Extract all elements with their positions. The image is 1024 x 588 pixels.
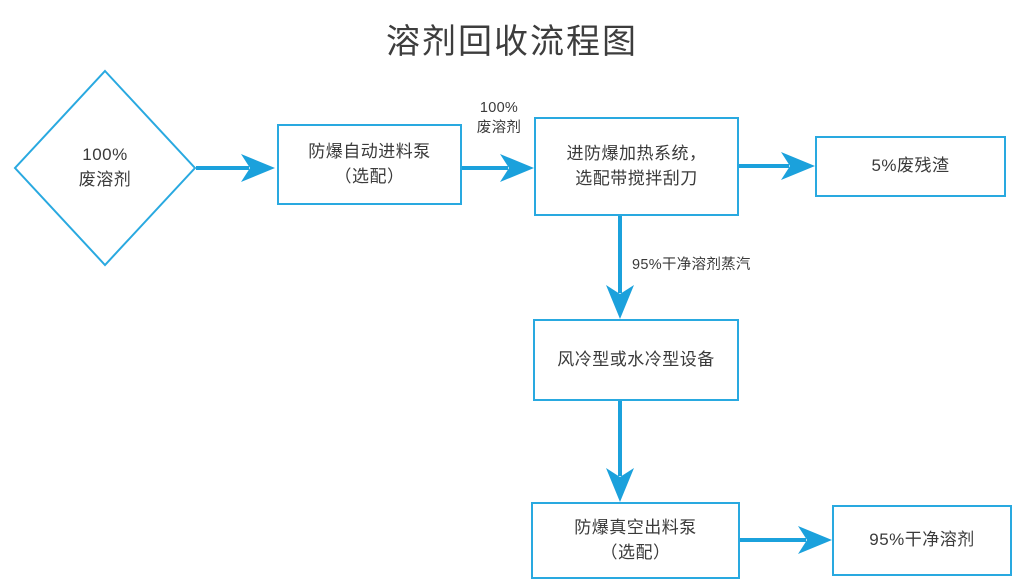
edge-label-feed-to-heating-line1: 100%	[479, 100, 519, 116]
arrow-discharge-pump-to-clean-solvent	[740, 526, 832, 554]
node-cooler-line1: 风冷型或水冷型设备	[557, 349, 715, 369]
node-residue-line1: 5%废残渣	[871, 156, 950, 176]
node-explosion-proof-vacuum-discharge-pump[interactable]: 防爆真空出料泵 （选配）	[531, 502, 740, 579]
node-feed-pump-line2: （选配）	[334, 166, 405, 186]
start-diamond-shape	[13, 69, 197, 267]
arrow-heating-to-residue	[738, 152, 815, 180]
arrow-heating-to-cooler	[606, 216, 634, 319]
edge-label-heating-to-cooler-line1: 95%干净溶剂蒸汽	[632, 257, 751, 273]
node-discharge-pump-line2: （选配）	[600, 542, 671, 562]
node-clean-solvent-output[interactable]: 95%干净溶剂	[832, 505, 1012, 576]
edge-label-feed-to-heating: 100% 废溶剂	[466, 99, 532, 139]
page-title: 溶剂回收流程图	[386, 23, 638, 61]
node-explosion-proof-heating-system[interactable]: 进防爆加热系统， 选配带搅拌刮刀	[534, 117, 739, 216]
node-heating-line2: 选配带搅拌刮刀	[575, 168, 698, 188]
arrow-cooler-to-discharge-pump	[606, 401, 634, 502]
node-start-line2: 废溶剂	[78, 170, 132, 189]
node-heating-line1: 进防爆加热系统，	[566, 143, 707, 163]
edge-label-feed-to-heating-line2: 废溶剂	[476, 119, 522, 136]
node-start-line1: 100%	[82, 145, 128, 165]
arrow-feed-pump-to-heating	[462, 154, 534, 182]
node-feed-pump-line1: 防爆自动进料泵	[308, 141, 431, 161]
node-start-waste-solvent[interactable]: 100% 废溶剂	[15, 71, 195, 265]
arrow-start-to-feed-pump	[196, 154, 275, 182]
node-explosion-proof-feed-pump[interactable]: 防爆自动进料泵 （选配）	[277, 124, 462, 205]
node-discharge-pump-line1: 防爆真空出料泵	[574, 517, 697, 537]
node-clean-solvent-line1: 95%干净溶剂	[869, 530, 975, 550]
node-air-or-water-cooled-equipment[interactable]: 风冷型或水冷型设备	[533, 319, 739, 401]
node-waste-residue[interactable]: 5%废残渣	[815, 136, 1006, 197]
edge-label-heating-to-cooler: 95%干净溶剂蒸汽	[632, 256, 792, 276]
